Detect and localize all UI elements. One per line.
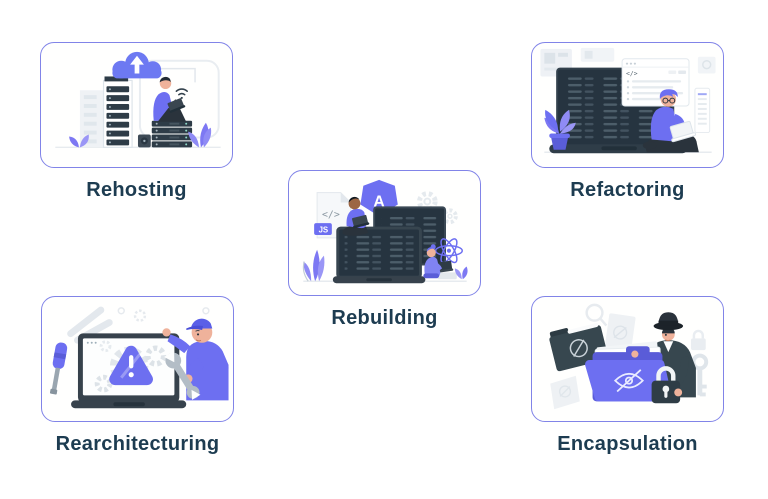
plant-icon [454, 266, 468, 280]
hidden-eye-icon [569, 339, 588, 358]
server-stack-icon [151, 120, 193, 148]
warning-triangle-icon [109, 345, 153, 386]
svg-text:JS: JS [319, 226, 329, 235]
magnifier-icon [585, 303, 608, 327]
folder-icon [585, 346, 673, 402]
card-label-rebuilding: Rebuilding [331, 307, 438, 329]
cloud-upload-icon [112, 51, 162, 79]
encapsulation-illustration [531, 296, 724, 422]
laptop-icon [332, 226, 426, 284]
developer-figure [423, 244, 457, 280]
card-encapsulation: Encapsulation [531, 296, 724, 456]
card-rehosting: Rehosting [40, 42, 233, 202]
wrench-icon [164, 350, 201, 400]
js-badge-icon: JS [314, 223, 332, 235]
developer-figure [342, 196, 370, 236]
rearchitecturing-svg [49, 306, 229, 409]
faded-lock [690, 329, 706, 351]
screwdriver-icon [49, 342, 68, 395]
padlock-icon [651, 366, 681, 404]
code-tag-glyph: </> [626, 69, 638, 77]
svg-text:A: A [373, 193, 384, 210]
rehosting-svg [55, 51, 221, 149]
server-tower-icon [102, 76, 133, 148]
rebuilding-illustration: </> JS A [288, 170, 481, 296]
card-rebuilding: </> JS A [288, 170, 481, 330]
plant-icon [188, 122, 212, 148]
faded-envelope [550, 375, 580, 410]
engineer-figure [162, 318, 229, 401]
side-panel [694, 87, 711, 134]
code-tag-glyph: </> [322, 209, 340, 220]
fan-unit [137, 134, 151, 148]
faded-window [540, 47, 716, 77]
card-label-rearchitecturing: Rearchitecturing [55, 433, 220, 455]
laptop-icon [77, 333, 180, 403]
card-refactoring: </> [531, 42, 724, 202]
wifi-icon [175, 88, 188, 99]
developer-figure [153, 76, 187, 122]
plant-icon [302, 249, 325, 282]
card-label-encapsulation: Encapsulation [557, 433, 698, 455]
plant-icon [544, 109, 576, 150]
card-rearchitecturing: Rearchitecturing [41, 296, 234, 456]
refactoring-illustration: </> [531, 42, 724, 168]
encapsulation-svg [549, 303, 709, 410]
refactoring-svg: </> [540, 47, 716, 154]
white-laptop [669, 120, 697, 143]
rehosting-illustration [40, 42, 233, 168]
rearchitecturing-illustration [41, 296, 234, 422]
detective-hand [674, 388, 683, 397]
card-label-rehosting: Rehosting [86, 179, 187, 201]
plant-icon [69, 134, 89, 148]
browser-window-icon: </> [621, 58, 690, 107]
faded-server-tower [79, 90, 104, 148]
hidden-eye-icon [613, 369, 645, 393]
card-label-refactoring: Refactoring [570, 179, 685, 201]
rebuilding-svg: </> JS A [302, 179, 468, 284]
faded-document [604, 313, 636, 354]
developer-figure [642, 89, 699, 153]
